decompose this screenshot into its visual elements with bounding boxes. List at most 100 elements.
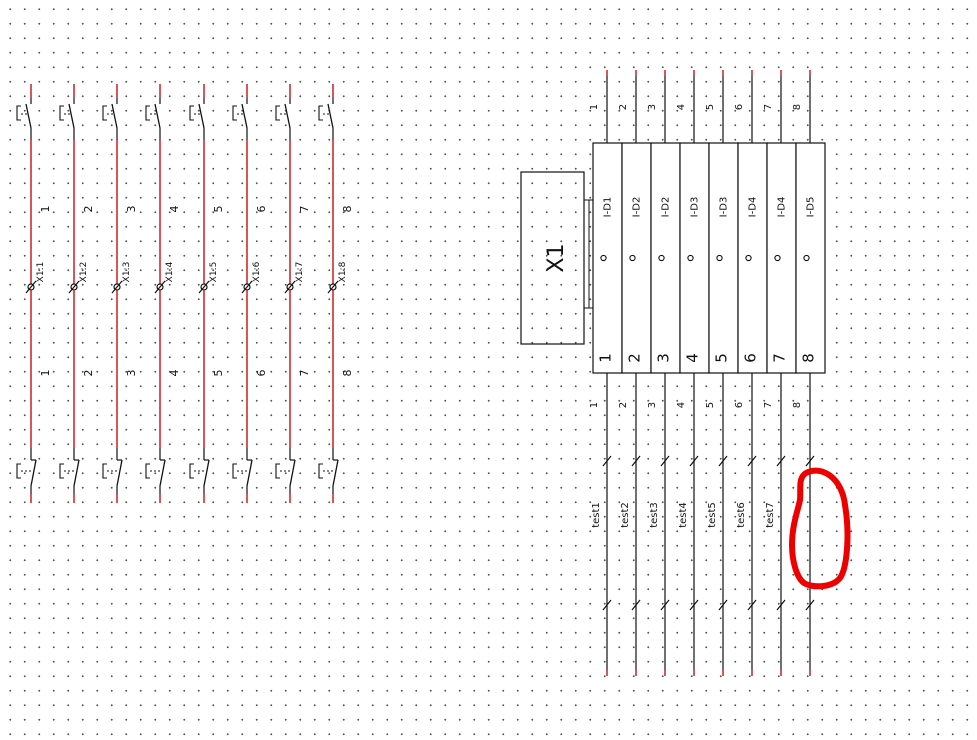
terminal-label: X1:5 (209, 262, 219, 283)
switch-contact (116, 459, 123, 487)
switch-contact (332, 459, 339, 487)
wire-number-top: 7 (298, 206, 311, 213)
terminal-position: 4 (684, 353, 702, 363)
switch-circuit-3[interactable]: X1:333 (102, 84, 138, 503)
terminal-block-x1[interactable]: 1I-D111test12I-D222test23I-D233test34I-D… (589, 70, 826, 676)
wire-number-top: 3 (125, 206, 138, 213)
wire-number-top: 2 (82, 206, 95, 213)
terminal-target: I-D2 (632, 197, 643, 218)
wire-number-top: 3 (647, 104, 658, 110)
wire-number-bottom: 7 (763, 402, 774, 408)
switch-actuator (145, 463, 150, 479)
cable-label: test5 (707, 502, 718, 528)
terminal-label: X1:4 (165, 261, 175, 282)
terminal-position: 5 (713, 353, 731, 363)
wire-number-bottom: 1 (39, 370, 52, 377)
terminal-cell[interactable] (737, 142, 768, 374)
wire-number-top: 5 (705, 104, 716, 110)
wire-number-top: 1 (39, 206, 52, 213)
cable-label: test7 (765, 502, 776, 528)
switch-circuit-7[interactable]: X1:7 7 7 (275, 84, 311, 503)
terminal-connection-point (774, 254, 781, 262)
cable-tick (718, 599, 728, 611)
switch-contact (284, 103, 291, 129)
wire-number-bottom: 3 (647, 402, 658, 408)
cable-label: test1 (591, 502, 602, 528)
terminal-cell[interactable] (795, 142, 826, 374)
terminal-cell[interactable] (766, 142, 797, 374)
switch-contact (327, 103, 334, 129)
x1-device-box[interactable] (520, 171, 585, 345)
terminal-slash (327, 280, 339, 294)
switch-actuator (16, 463, 21, 479)
switch-circuit-4[interactable]: X1:444 (145, 84, 181, 503)
switch-circuit-1[interactable]: X1:1 1 1 (16, 84, 52, 503)
wire-number-top: 8 (341, 206, 354, 213)
terminal-cell[interactable] (708, 142, 739, 374)
switch-actuator (318, 463, 323, 479)
switch-actuator (16, 105, 21, 121)
switch-circuit-6[interactable]: X1:666 (232, 84, 268, 503)
terminal-slash (241, 280, 253, 294)
wire-number-bottom: 7 (298, 370, 311, 377)
wire-number-bottom: 5 (212, 370, 225, 377)
terminal-target: I-D4 (777, 197, 788, 218)
switch-contact (25, 103, 32, 129)
terminal-position: 2 (626, 353, 644, 363)
switch-circuits-group[interactable]: X1:111X1:222X1:333X1:444X1:555X1:666X1:7… (16, 84, 354, 503)
switch-actuator (59, 105, 64, 121)
terminal-cell[interactable] (592, 142, 623, 374)
wire-number-top: 2 (618, 104, 629, 110)
switch-contact (203, 459, 210, 487)
terminal-label: X1:7 (295, 262, 305, 283)
terminal-label: X1:1 (36, 262, 46, 283)
terminal-label: X1:3 (122, 262, 132, 283)
wire-number-bottom: 6 (734, 402, 745, 408)
switch-circuit-2[interactable]: X1:222 (59, 84, 95, 503)
wire-number-bottom: 4 (676, 402, 687, 408)
cable-tick (631, 599, 641, 611)
terminal-cell[interactable] (621, 142, 652, 374)
wire-number-top: 8 (792, 104, 803, 110)
switch-actuator (318, 105, 323, 121)
terminal-cell[interactable] (650, 142, 681, 374)
switch-actuator (189, 105, 194, 121)
switch-actuator (102, 105, 107, 121)
terminal-target: I-D1 (603, 197, 614, 218)
terminal-target: I-D3 (719, 197, 730, 218)
switch-circuit-5[interactable]: X1:5 5 5 (189, 84, 225, 503)
terminal-connection-point (803, 254, 810, 262)
cable-tick (747, 455, 757, 467)
terminal-block-group[interactable]: X1 1I-D111test12I-D222test23I-D233test34… (520, 70, 826, 676)
cable-label: test4 (678, 502, 689, 528)
cable-tick (660, 599, 670, 611)
terminal-slash (284, 280, 296, 294)
wire-number-top: 5 (212, 206, 225, 213)
cable-tick (660, 455, 670, 467)
switch-circuit-8[interactable]: X1:888 (318, 84, 354, 503)
switch-contact (154, 103, 161, 129)
switch-actuator (232, 463, 237, 479)
cable-tick (776, 599, 786, 611)
wire-number-bottom: 5 (705, 402, 716, 408)
cable-tick (689, 455, 699, 467)
terminal-cell[interactable] (679, 142, 710, 374)
terminal-target: I-D5 (806, 197, 817, 218)
switch-contact (30, 459, 37, 487)
switch-contact (198, 103, 205, 129)
terminal-slash (111, 280, 123, 294)
wire-number-bottom: 8 (341, 370, 354, 377)
cable-label: test3 (649, 502, 660, 528)
terminal-target: I-D3 (690, 197, 701, 218)
cable-tick (718, 455, 728, 467)
cable-tick (602, 599, 612, 611)
